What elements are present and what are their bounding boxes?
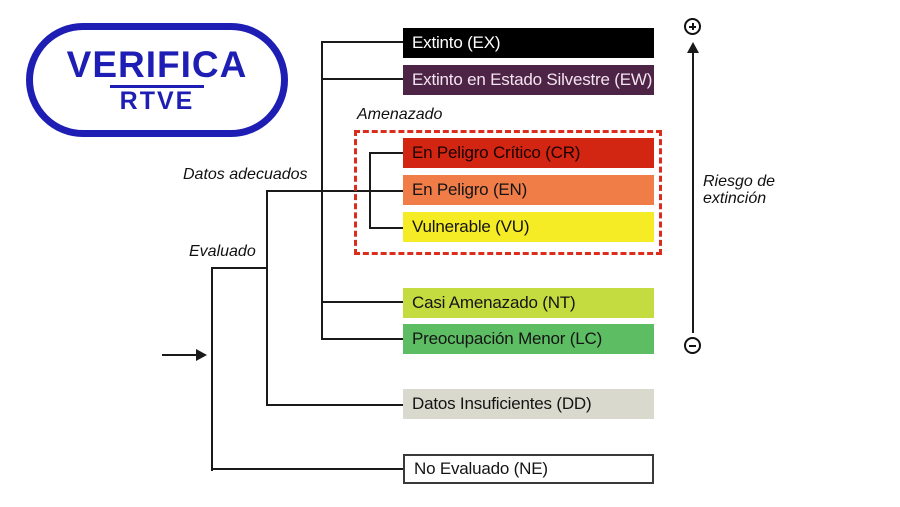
branch-line-ex xyxy=(321,41,403,43)
label-datos-adecuados: Datos adecuados xyxy=(183,166,308,183)
evaluado-spine-line xyxy=(211,267,213,471)
category-box-ne: No Evaluado (NE) xyxy=(403,454,654,484)
logo-rtve-text: RTVE xyxy=(119,87,195,115)
verifica-rtve-logo: VERIFICA RTVE xyxy=(26,23,288,137)
category-box-ew: Extinto en Estado Silvestre (EW) xyxy=(403,65,654,95)
minus-circle-icon xyxy=(684,337,701,354)
category-box-ex: Extinto (EX) xyxy=(403,28,654,58)
risk-axis-arrow-icon xyxy=(687,42,699,53)
evaluado-top-branch-line xyxy=(211,267,268,269)
category-box-vu: Vulnerable (VU) xyxy=(403,212,654,242)
branch-line-nt xyxy=(321,301,403,303)
category-box-en: En Peligro (EN) xyxy=(403,175,654,205)
branch-line-dd xyxy=(266,404,403,406)
logo-verifica-text: VERIFICA xyxy=(66,44,248,85)
threatened-group-frame xyxy=(354,130,662,255)
branch-line-en-axis xyxy=(266,190,403,192)
logo-divider xyxy=(110,85,204,88)
category-spine-line xyxy=(321,41,323,340)
branch-line-lc xyxy=(321,338,403,340)
label-riesgo-extincion: Riesgo de extinción xyxy=(703,173,776,207)
plus-circle-icon xyxy=(684,18,701,35)
label-evaluado: Evaluado xyxy=(189,243,256,260)
threatened-spine-line xyxy=(369,152,371,229)
branch-line-cr xyxy=(369,152,403,154)
minus-icon-bar xyxy=(689,344,696,347)
label-amenazado: Amenazado xyxy=(357,106,443,123)
category-box-nt: Casi Amenazado (NT) xyxy=(403,288,654,318)
datos-adecuados-spine-line xyxy=(266,190,268,406)
entry-arrow-line xyxy=(162,354,199,356)
branch-line-vu xyxy=(369,227,403,229)
risk-axis-line xyxy=(692,47,694,333)
entry-arrow-icon xyxy=(196,349,207,361)
category-box-dd: Datos Insuficientes (DD) xyxy=(403,389,654,419)
branch-line-ew xyxy=(321,78,403,80)
plus-icon-vertical-bar xyxy=(691,23,694,30)
branch-line-ne xyxy=(211,468,403,470)
category-box-cr: En Peligro Crítico (CR) xyxy=(403,138,654,168)
category-box-lc: Preocupación Menor (LC) xyxy=(403,324,654,354)
